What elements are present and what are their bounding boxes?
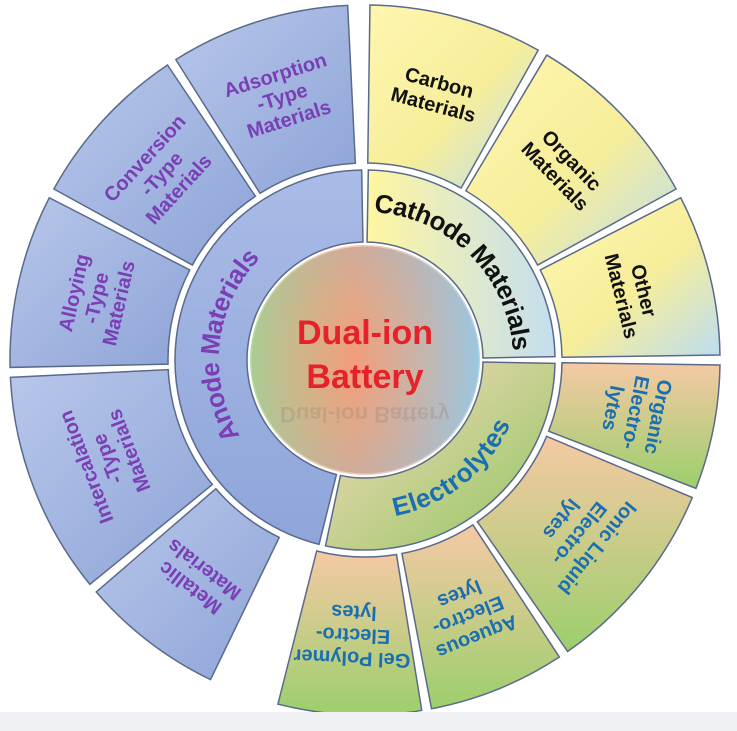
adsorption-materials-segment: Adsorption-TypeMaterials <box>174 4 357 195</box>
cathode-inner-segment <box>366 169 556 359</box>
alloying-materials-segment: Alloying-TypeMaterials <box>9 196 191 369</box>
adsorption-materials-wedge <box>174 4 357 195</box>
aqueous-electrolytes-wedge <box>401 523 561 710</box>
intercalation-materials-segment: Intercalation-TypeMaterials <box>9 368 214 586</box>
alloying-materials-wedge <box>9 196 191 369</box>
anode-inner-segment <box>174 169 364 546</box>
aqueous-electrolytes-label: AqueousElectro-lytes <box>416 567 521 662</box>
organic-materials-wedge <box>464 54 678 267</box>
conversion-materials-segment: Conversion-TypeMaterials <box>52 63 257 267</box>
metallic-materials-segment: MetallicMaterials <box>95 487 281 681</box>
gel-polymer-electrolytes-label-line: lytes <box>331 600 378 624</box>
ionic-liquid-electrolytes-segment: Ionic LiquidElectro-lytes <box>476 435 694 653</box>
organic-electrolytes-segment: OrganicElectro-lytes <box>547 361 721 490</box>
other-materials-wedge <box>539 196 721 359</box>
gel-polymer-electrolytes-label: Gel PolymerElectro-lytes <box>293 598 413 671</box>
organic-electrolytes-wedge <box>547 361 721 490</box>
other-materials-segment: OtherMaterials <box>539 196 721 359</box>
electrolytes-inner-segment <box>324 361 556 551</box>
ionic-liquid-electrolytes-wedge <box>476 435 694 653</box>
center-hub-tint <box>250 245 480 475</box>
carbon-materials-segment: CarbonMaterials <box>366 4 540 190</box>
center-title-reflection: Dual-ion Battery <box>280 402 451 427</box>
conversion-materials-wedge <box>52 63 257 267</box>
aqueous-electrolytes-segment: AqueousElectro-lytes <box>401 523 561 710</box>
gel-polymer-electrolytes-label-line: Electro- <box>315 622 390 647</box>
intercalation-materials-wedge <box>9 368 214 586</box>
metallic-materials-wedge <box>95 487 281 681</box>
organic-materials-segment: OrganicMaterials <box>464 54 678 267</box>
center-title-line2: Battery <box>306 358 423 396</box>
gel-polymer-electrolytes-segment: Gel PolymerElectro-lytes <box>277 550 423 716</box>
gel-polymer-electrolytes-label-line: Gel Polymer <box>293 644 411 671</box>
bottom-strip <box>0 712 737 731</box>
carbon-materials-wedge <box>366 4 540 190</box>
center-title-line1: Dual-ion <box>297 314 433 352</box>
